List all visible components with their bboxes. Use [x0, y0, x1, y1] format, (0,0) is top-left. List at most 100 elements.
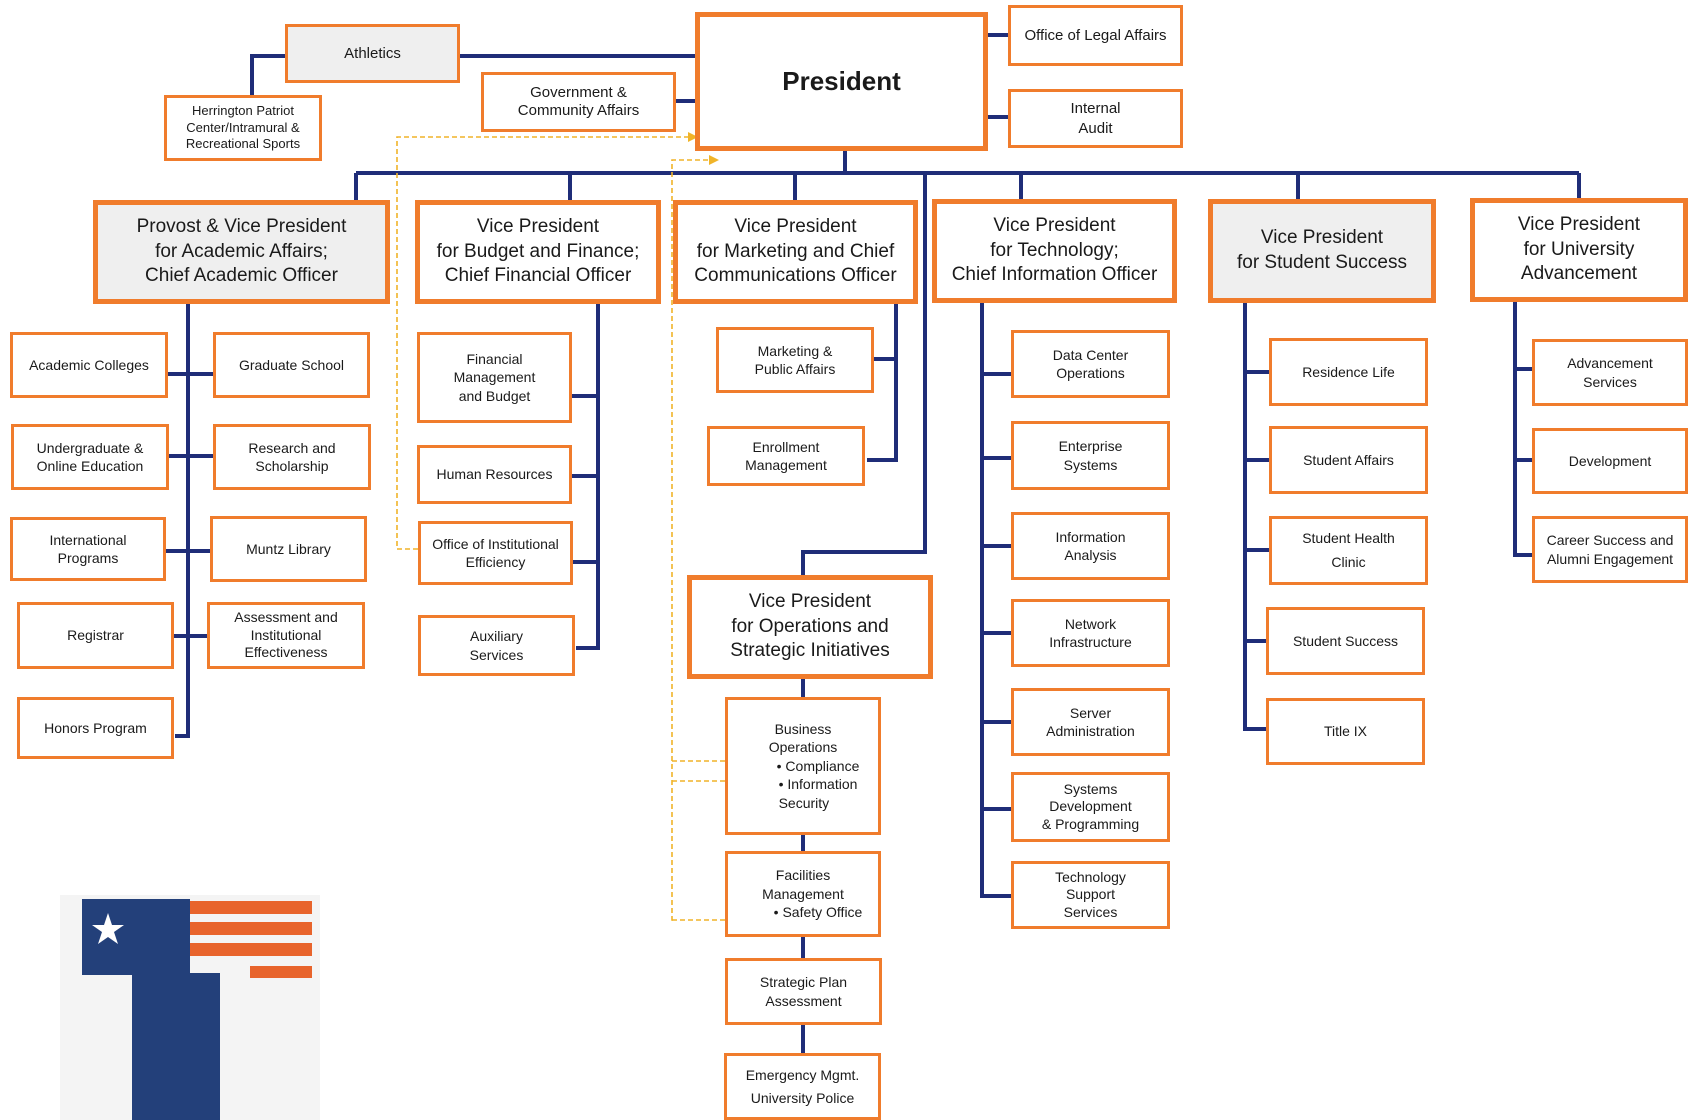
student-health-box[interactable]: Student Health Clinic	[1269, 516, 1428, 585]
facilities-mgmt-box[interactable]: Facilities Management • Safety Office	[725, 851, 881, 937]
registrar-label: Registrar	[67, 627, 124, 644]
title-ix-box[interactable]: Title IX	[1266, 698, 1425, 765]
undergrad-online-label: Undergraduate & Online Education	[36, 439, 144, 474]
gov-affairs-label: Government & Community Affairs	[517, 84, 640, 119]
student-health-label: Student Health Clinic	[1302, 529, 1395, 570]
information-analysis-label: Information Analysis	[1055, 528, 1126, 563]
compliance-bullet: • Compliance	[776, 757, 860, 774]
information-analysis-box[interactable]: Information Analysis	[1011, 512, 1170, 580]
herrington-box[interactable]: Herrington Patriot Center/Intramural & R…	[164, 95, 322, 161]
vp-provost-label: Provost & Vice President for Academic Af…	[136, 215, 347, 287]
server-admin-label: Server Administration	[1046, 704, 1135, 739]
vp-marketing-box[interactable]: Vice President for Marketing and Chief C…	[673, 200, 918, 304]
financial-mgmt-box[interactable]: Financial Management and Budget	[417, 332, 572, 423]
marketing-public-affairs-label: Marketing & Public Affairs	[754, 342, 836, 377]
president-box[interactable]: President	[695, 12, 988, 151]
marketing-public-affairs-box[interactable]: Marketing & Public Affairs	[716, 327, 874, 393]
institutional-efficiency-label: Office of Institutional Efficiency	[432, 535, 559, 570]
vp-student-success-label: Vice President for Student Success	[1236, 227, 1408, 273]
graduate-school-box[interactable]: Graduate School	[213, 332, 370, 398]
star-flag-t-logo-icon	[60, 895, 320, 1120]
vp-provost-box[interactable]: Provost & Vice President for Academic Af…	[93, 200, 390, 304]
vp-advancement-box[interactable]: Vice President for University Advancemen…	[1470, 198, 1688, 302]
athletics-box[interactable]: Athletics	[285, 24, 460, 83]
safety-office-bullet: • Safety Office	[773, 904, 863, 921]
student-affairs-label: Student Affairs	[1303, 451, 1394, 468]
institutional-efficiency-box[interactable]: Office of Institutional Efficiency	[418, 521, 573, 585]
vp-operations-box[interactable]: Vice President for Operations and Strate…	[687, 575, 933, 679]
muntz-library-box[interactable]: Muntz Library	[210, 516, 367, 582]
information-security-bullet: • Information Security	[778, 776, 858, 811]
vp-marketing-label: Vice President for Marketing and Chief C…	[694, 215, 897, 287]
vp-student-success-box[interactable]: Vice President for Student Success	[1208, 199, 1436, 303]
student-affairs-box[interactable]: Student Affairs	[1269, 426, 1428, 494]
human-resources-box[interactable]: Human Resources	[417, 445, 572, 504]
facilities-mgmt-title: Facilities Management	[762, 867, 844, 902]
athletics-label: Athletics	[344, 44, 401, 62]
honors-program-label: Honors Program	[44, 719, 147, 736]
assessment-label: Assessment and Institutional Effectivene…	[234, 609, 338, 661]
internal-audit-box[interactable]: Internal Audit	[1008, 89, 1183, 148]
enterprise-systems-box[interactable]: Enterprise Systems	[1011, 421, 1170, 490]
enterprise-systems-label: Enterprise Systems	[1058, 438, 1123, 473]
business-operations-box[interactable]: Business Operations • Compliance • Infor…	[725, 697, 881, 835]
technology-support-box[interactable]: Technology Support Services	[1011, 861, 1170, 929]
auxiliary-services-box[interactable]: Auxiliary Services	[418, 615, 575, 676]
network-infrastructure-box[interactable]: Network Infrastructure	[1011, 599, 1170, 667]
legal-affairs-box[interactable]: Office of Legal Affairs	[1008, 5, 1183, 66]
graduate-school-label: Graduate School	[238, 356, 345, 373]
international-programs-box[interactable]: International Programs	[10, 517, 166, 581]
advancement-services-box[interactable]: Advancement Services	[1532, 339, 1688, 406]
internal-audit-label: Internal Audit	[1070, 100, 1121, 137]
research-scholarship-label: Research and Scholarship	[248, 439, 336, 474]
enrollment-mgmt-box[interactable]: Enrollment Management	[707, 426, 865, 486]
strategic-plan-label: Strategic Plan Assessment	[759, 974, 848, 1009]
muntz-library-label: Muntz Library	[246, 540, 331, 557]
human-resources-label: Human Resources	[436, 466, 553, 483]
registrar-box[interactable]: Registrar	[17, 602, 174, 669]
honors-program-box[interactable]: Honors Program	[17, 697, 174, 759]
student-success-box[interactable]: Student Success	[1266, 607, 1425, 675]
dotted-arrowheads	[688, 132, 719, 165]
academic-colleges-label: Academic Colleges	[29, 356, 149, 373]
president-title: President	[782, 66, 901, 97]
strategic-plan-box[interactable]: Strategic Plan Assessment	[725, 958, 882, 1025]
gov-affairs-box[interactable]: Government & Community Affairs	[481, 72, 676, 132]
systems-development-box[interactable]: Systems Development & Programming	[1011, 772, 1170, 842]
data-center-ops-label: Data Center Operations	[1052, 346, 1129, 381]
residence-life-box[interactable]: Residence Life	[1269, 338, 1428, 406]
residence-life-label: Residence Life	[1302, 363, 1395, 380]
emergency-police-box[interactable]: Emergency Mgmt. University Police	[724, 1053, 881, 1120]
emergency-police-label: Emergency Mgmt. University Police	[745, 1067, 860, 1106]
vp-budget-label: Vice President for Budget and Finance; C…	[436, 215, 640, 287]
student-success-label: Student Success	[1292, 632, 1399, 649]
assessment-box[interactable]: Assessment and Institutional Effectivene…	[207, 602, 365, 669]
server-admin-box[interactable]: Server Administration	[1011, 688, 1170, 756]
title-ix-label: Title IX	[1323, 723, 1368, 740]
systems-development-label: Systems Development & Programming	[1041, 780, 1140, 832]
vp-operations-label: Vice President for Operations and Strate…	[730, 590, 890, 662]
vp-technology-box[interactable]: Vice President for Technology; Chief Inf…	[932, 199, 1177, 303]
career-alumni-box[interactable]: Career Success and Alumni Engagement	[1532, 516, 1688, 583]
research-scholarship-box[interactable]: Research and Scholarship	[213, 424, 371, 490]
development-box[interactable]: Development	[1532, 428, 1688, 494]
legal-affairs-label: Office of Legal Affairs	[1024, 26, 1167, 44]
auxiliary-services-label: Auxiliary Services	[469, 628, 524, 663]
vp-budget-box[interactable]: Vice President for Budget and Finance; C…	[415, 200, 661, 304]
network-infrastructure-label: Network Infrastructure	[1049, 615, 1132, 650]
career-alumni-label: Career Success and Alumni Engagement	[1546, 532, 1674, 567]
business-operations-title: Business Operations	[768, 720, 838, 756]
vp-advancement-label: Vice President for University Advancemen…	[1517, 213, 1641, 285]
technology-support-label: Technology Support Services	[1055, 868, 1126, 920]
enrollment-mgmt-label: Enrollment Management	[745, 438, 827, 473]
advancement-services-label: Advancement Services	[1567, 355, 1653, 390]
undergrad-online-box[interactable]: Undergraduate & Online Education	[11, 424, 169, 490]
data-center-ops-box[interactable]: Data Center Operations	[1011, 330, 1170, 398]
herrington-label: Herrington Patriot Center/Intramural & R…	[185, 102, 301, 152]
international-programs-label: International Programs	[49, 531, 127, 566]
solid-connectors	[164, 33, 1581, 1053]
academic-colleges-box[interactable]: Academic Colleges	[10, 332, 168, 398]
financial-mgmt-label: Financial Management and Budget	[453, 350, 536, 404]
